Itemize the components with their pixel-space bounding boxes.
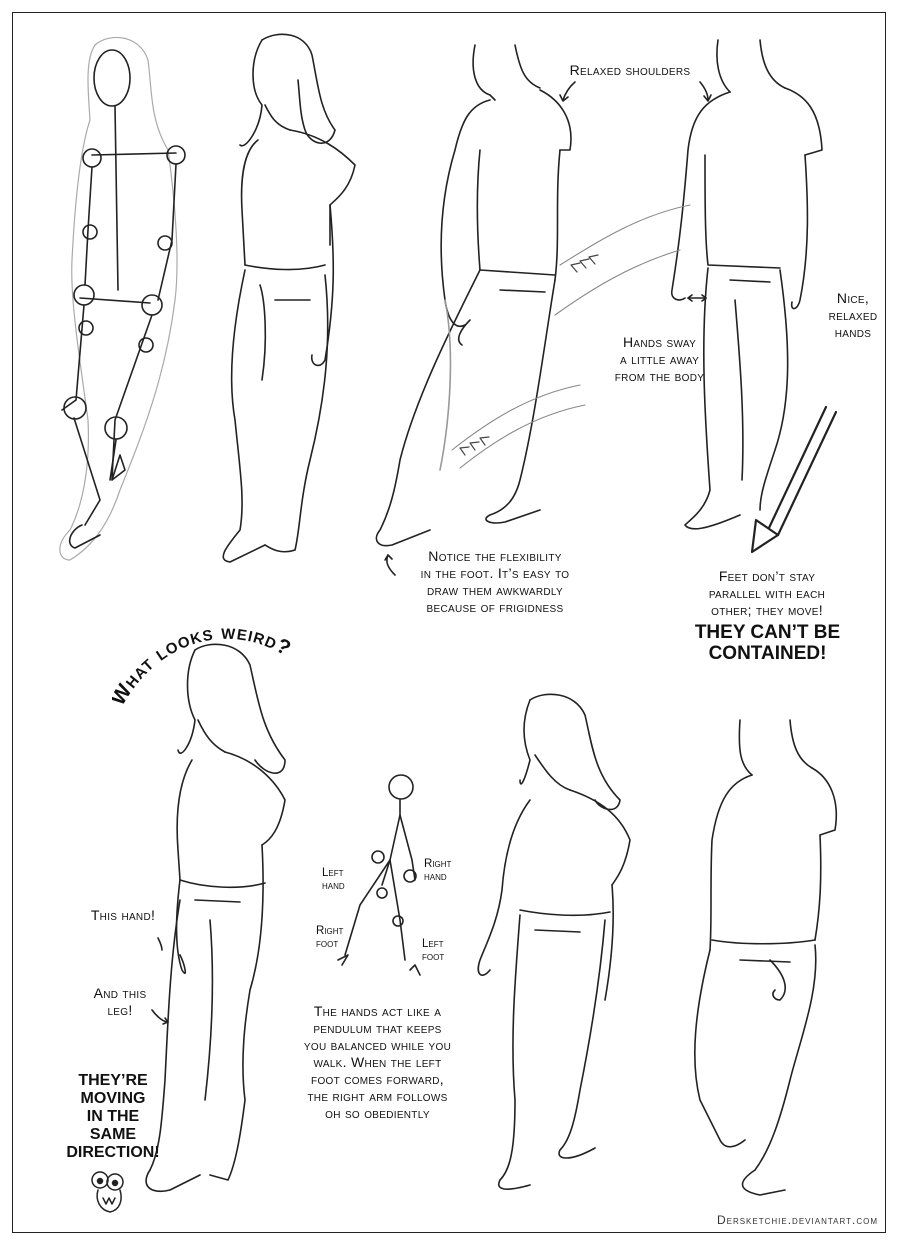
motion-chevrons (459, 254, 599, 456)
pendulum-explanation: The hands act like a pendulum that keeps… (290, 1003, 465, 1122)
goofy-creature-icon (91, 1171, 124, 1213)
man-walking-figure-top-center (375, 44, 572, 547)
pendulum-line-2: pendulum that keeps (313, 1020, 442, 1036)
pendulum-line-5: foot comes forward, (311, 1071, 444, 1087)
right-hand-line-1: Right (424, 858, 452, 870)
left-hand-line-2: hand (322, 880, 345, 892)
svg-text:What looks weird?: What looks weird? (112, 621, 295, 710)
nice-relaxed-hands-label: Nice, relaxed hands (818, 290, 888, 341)
right-foot-label: Right foot (316, 925, 343, 951)
this-hand-label: This hand! (90, 907, 156, 923)
right-hand-label: Right hand (424, 858, 451, 884)
hands-sway-line-2: a little away (619, 351, 700, 367)
woman-walking-figure-top (222, 33, 356, 563)
left-foot-label: Left foot (422, 938, 444, 964)
pendulum-line-7: oh so obediently (325, 1105, 430, 1121)
pendulum-line-1: The hands act like a (313, 1003, 442, 1019)
feet-dont-stay-line-3: other; they move! (711, 602, 823, 618)
feet-dont-stay-line-2: parallel with each (708, 585, 826, 601)
feet-dont-stay-label: Feet don’t stay parallel with each other… (692, 568, 842, 619)
pendulum-line-3: you balanced while you (303, 1037, 452, 1053)
same-direction-line-5: direction! (66, 1144, 160, 1161)
nice-relaxed-hands-line-1: Nice, (836, 290, 870, 306)
page-border (12, 12, 886, 1233)
skeleton-construction-figure (59, 36, 186, 561)
annotation-arrows (151, 81, 712, 1025)
same-direction-line-4: same (89, 1126, 137, 1143)
nice-relaxed-hands-line-3: hands (834, 324, 872, 340)
motion-arcs (451, 204, 691, 469)
big-arrow-icon (750, 405, 838, 554)
cant-be-contained-label: They can’t be contained! (690, 622, 845, 664)
left-foot-line-2: foot (422, 951, 445, 963)
nice-relaxed-hands-line-2: relaxed (828, 307, 878, 323)
foot-flexibility-line-4: because of frigidness (426, 599, 564, 615)
foot-flexibility-line-2: in the foot. It’s easy to (420, 565, 570, 581)
hands-sway-label: Hands sway a little away from the body (592, 334, 727, 385)
right-hand-line-2: hand (424, 871, 447, 883)
artist-credit: Dersketchie.deviantart.com (716, 1213, 878, 1227)
woman-walking-figure-bottom-center (477, 693, 631, 1190)
left-hand-line-1: Left (322, 867, 344, 879)
pendulum-line-4: walk. When the left (313, 1054, 442, 1070)
stick-figure-diagram (337, 774, 421, 976)
and-this-leg-line-1: And this (93, 985, 147, 1001)
man-walking-figure-bottom-right (694, 719, 837, 1196)
woman-walking-figure-bottom-left (145, 643, 286, 1192)
same-direction-label: They’re moving in the same direction! (58, 1072, 168, 1162)
man-walking-figure-top-right (670, 39, 823, 530)
hands-sway-line-3: from the body (614, 368, 705, 384)
foot-flexibility-label: Notice the flexibility in the foot. It’s… (395, 548, 595, 616)
feet-dont-stay-line-1: Feet don’t stay (718, 568, 816, 584)
relaxed-shoulders-label: Relaxed shoulders (569, 62, 691, 78)
left-foot-line-1: Left (422, 938, 444, 950)
what-looks-weird-text: What looks weird? (112, 621, 294, 710)
and-this-leg-label: And this leg! (80, 985, 160, 1019)
what-looks-weird-heading: What looks weird? (112, 621, 295, 710)
foot-flexibility-line-3: draw them awkwardly (426, 582, 564, 598)
hands-sway-line-1: Hands sway (622, 334, 697, 350)
same-direction-line-1: They’re (78, 1072, 148, 1089)
right-foot-line-1: Right (316, 925, 344, 937)
and-this-leg-line-2: leg! (107, 1002, 133, 1018)
right-foot-line-2: foot (316, 938, 339, 950)
pendulum-line-6: the right arm follows (307, 1088, 448, 1104)
cant-be-contained-line-2: contained! (708, 643, 827, 664)
same-direction-line-2: moving (80, 1090, 146, 1107)
cant-be-contained-line-1: They can’t be (694, 622, 841, 643)
left-hand-label: Left hand (322, 867, 345, 893)
foot-flexibility-line-1: Notice the flexibility (428, 548, 562, 564)
same-direction-line-3: in the (86, 1108, 140, 1125)
